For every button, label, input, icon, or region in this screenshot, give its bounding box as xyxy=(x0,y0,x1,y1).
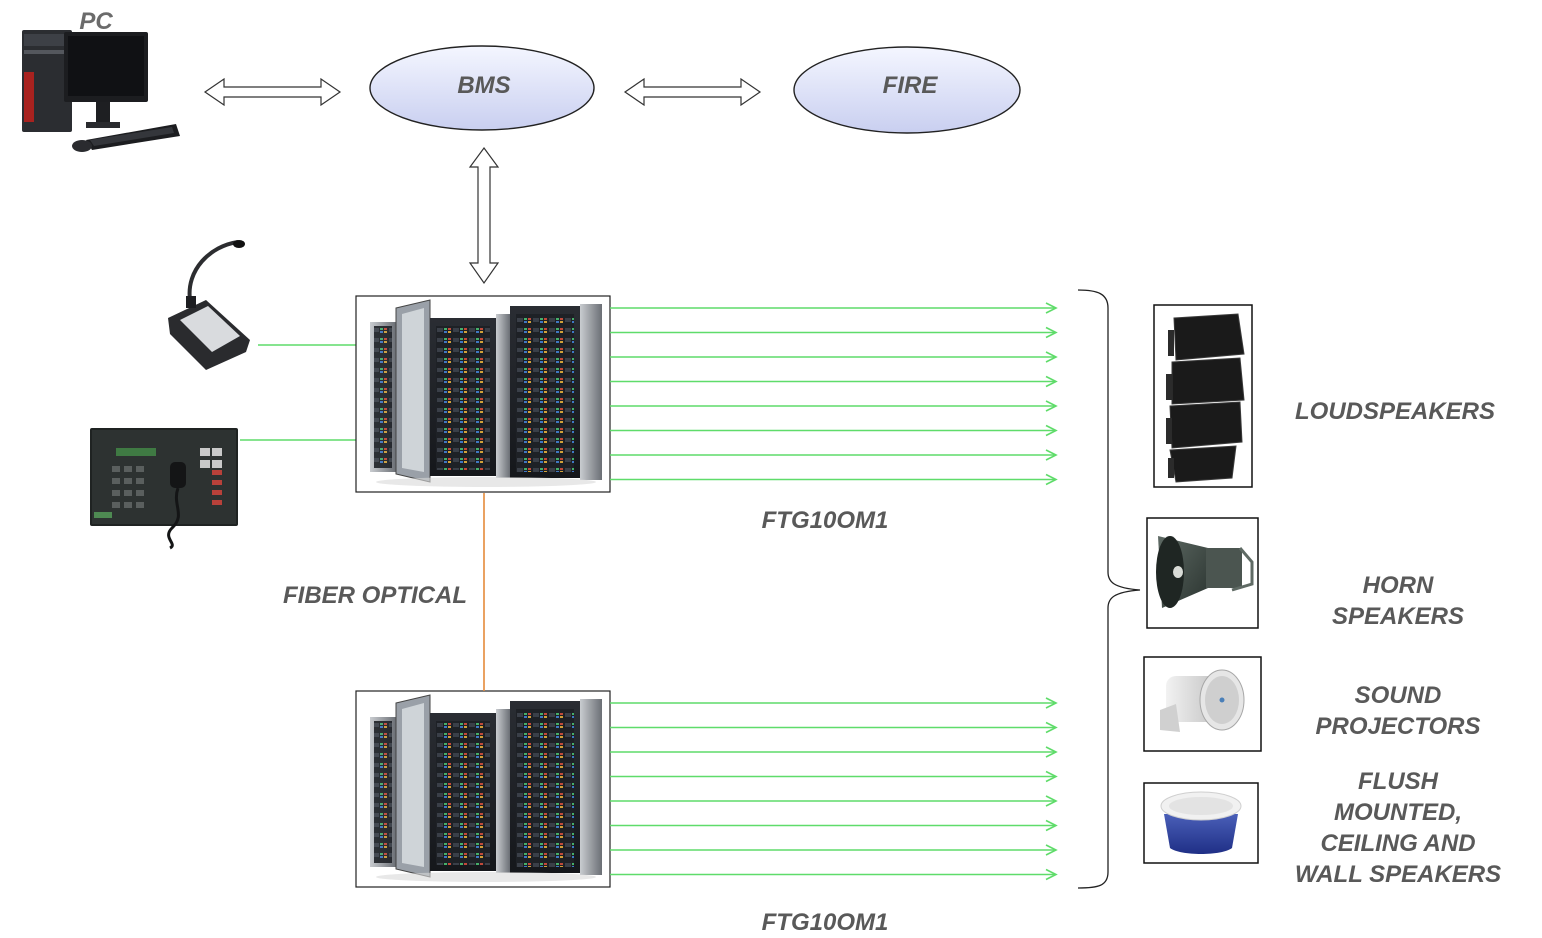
sound-projectors-label-line: PROJECTORS xyxy=(1315,713,1481,740)
signal-arrowhead xyxy=(1045,721,1058,734)
server-rack-icon xyxy=(355,690,611,888)
loudspeakers-label-line: LOUDSPEAKERS xyxy=(1294,398,1496,425)
rack-bottom-label: FTG10OM1 xyxy=(761,909,889,936)
bms-label: BMS xyxy=(457,72,511,99)
pc-icon xyxy=(22,30,180,152)
fire-alarm-node xyxy=(793,46,1021,134)
output-lines-top xyxy=(610,302,1058,486)
ceiling-speaker-icon xyxy=(1143,782,1259,864)
paging-microphone-icon xyxy=(168,240,250,370)
flush-speakers-label-line: MOUNTED, xyxy=(1334,799,1462,826)
horn-speakers-label-line: HORN xyxy=(1362,572,1434,599)
output-lines-bottom xyxy=(610,697,1058,881)
fiber-optical-label: FIBER OPTICAL xyxy=(283,582,467,609)
signal-arrowhead xyxy=(1045,746,1058,758)
bms-rack-link-arrow xyxy=(468,146,500,285)
flush-speakers-label-line: WALL SPEAKERS xyxy=(1294,861,1502,888)
sound-projectors-label: SOUND PROJECTORS xyxy=(1298,680,1498,742)
horn-speakers-label-line: SPEAKERS xyxy=(1331,603,1465,630)
horn-speakers-label: HORN SPEAKERS xyxy=(1298,570,1498,632)
pc-bms-link-arrow xyxy=(203,77,342,107)
flush-speakers-label-line: CEILING AND xyxy=(1320,830,1476,857)
paging-console-icon xyxy=(90,428,238,550)
signal-arrowhead xyxy=(1045,819,1058,832)
flush-mounted-speakers-label: FLUSH MOUNTED, CEILING AND WALL SPEAKERS xyxy=(1272,766,1524,890)
signal-arrowhead xyxy=(1045,400,1058,412)
signal-arrowhead xyxy=(1045,302,1058,314)
fire-alarm-label: FIRE ALARM xyxy=(867,72,954,106)
signal-arrowhead xyxy=(1045,868,1058,881)
sound-projectors-label-line: SOUND xyxy=(1354,682,1442,709)
fire-alarm-label-clip: FIRE ALARM xyxy=(820,70,1000,106)
signal-arrowhead xyxy=(1045,473,1058,486)
loudspeakers-label: LOUDSPEAKERS xyxy=(1270,396,1520,427)
signal-arrowhead xyxy=(1045,844,1058,856)
pc-label: PC xyxy=(79,8,113,35)
signal-arrowhead xyxy=(1045,795,1058,807)
server-rack-icon xyxy=(355,295,611,493)
signal-arrowhead xyxy=(1045,424,1058,437)
bms-fire-alarm-link-arrow xyxy=(623,77,762,107)
speaker-group-brace xyxy=(1077,289,1141,889)
horn-speaker-icon xyxy=(1146,517,1259,629)
signal-arrowhead xyxy=(1045,770,1058,783)
rack-top-label: FTG10OM1 xyxy=(761,507,889,534)
signal-arrowhead xyxy=(1045,351,1058,363)
signal-arrowhead xyxy=(1045,449,1058,461)
signal-arrowhead xyxy=(1045,375,1058,388)
bms-node xyxy=(369,45,595,131)
signal-arrowhead xyxy=(1045,697,1058,709)
line-array-speaker-icon xyxy=(1153,304,1253,488)
signal-arrowhead xyxy=(1045,326,1058,339)
flush-speakers-label-line: FLUSH xyxy=(1358,768,1438,795)
sound-projector-icon xyxy=(1143,656,1262,752)
